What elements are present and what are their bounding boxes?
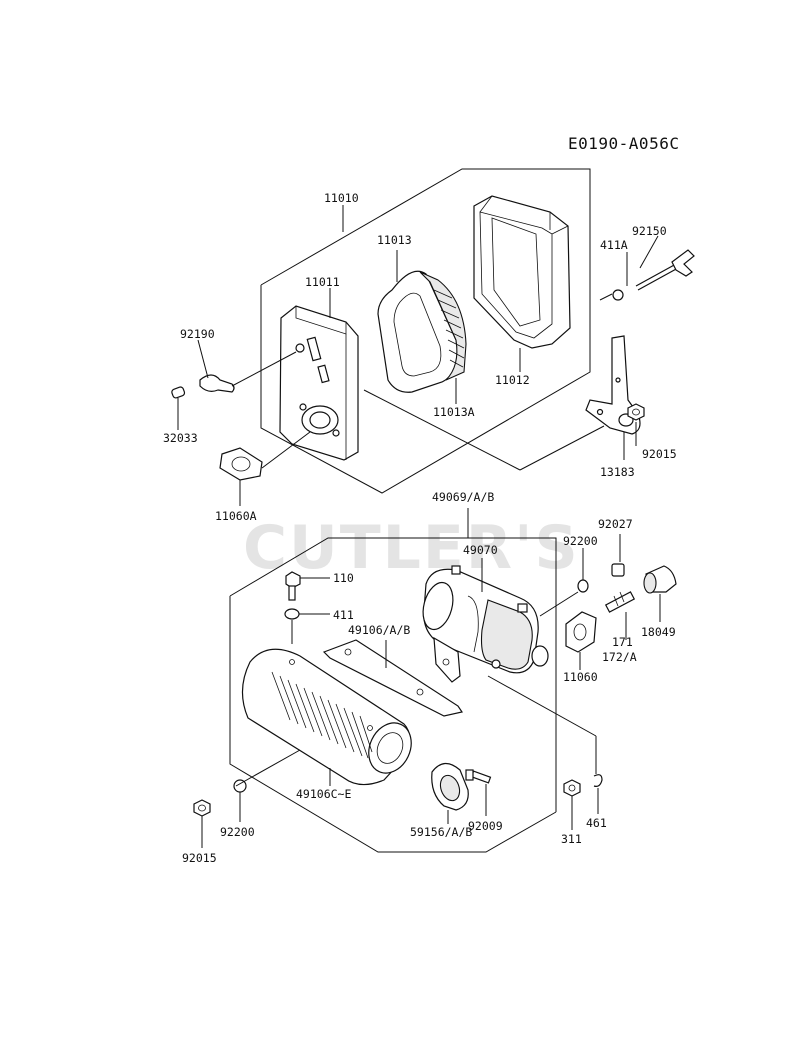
label-11011[interactable]: 11011 (305, 275, 340, 289)
label-11060[interactable]: 11060 (563, 670, 598, 684)
support-bracket (585, 335, 641, 435)
label-32033[interactable]: 32033 (163, 431, 198, 445)
washer-92200-upper (577, 579, 589, 593)
label-49069[interactable]: 49069/A/B (432, 490, 494, 504)
gasket-11060a (219, 447, 263, 481)
lower-leader-lines (201, 534, 661, 848)
label-92190[interactable]: 92190 (180, 327, 215, 341)
pipe-32033 (171, 386, 186, 399)
nut-92015-lower (193, 799, 211, 817)
muffler-heat-shield-plate (322, 639, 463, 717)
label-92015-upper[interactable]: 92015 (642, 447, 677, 461)
label-13183[interactable]: 13183 (600, 465, 635, 479)
washer-411 (284, 608, 300, 620)
collar-92027 (611, 563, 625, 577)
label-92200-lower[interactable]: 92200 (220, 825, 255, 839)
air-cleaner-cover (473, 195, 571, 349)
muffler-cap-18049 (643, 565, 677, 594)
label-461[interactable]: 461 (586, 816, 607, 830)
spark-arrester (431, 762, 469, 811)
washer-411a (612, 289, 624, 301)
label-172[interactable]: 172/A (602, 650, 637, 664)
nut-311 (563, 779, 581, 797)
label-49070[interactable]: 49070 (463, 543, 498, 557)
air-cleaner-base-plate (279, 305, 359, 461)
label-49106[interactable]: 49106/A/B (348, 623, 410, 637)
label-311[interactable]: 311 (561, 832, 582, 846)
label-92200-upper[interactable]: 92200 (563, 534, 598, 548)
label-11013a[interactable]: 11013A (433, 405, 475, 419)
label-11012[interactable]: 11012 (495, 373, 530, 387)
watermark: CUTLER'S (243, 513, 580, 583)
screw-92009 (465, 769, 492, 784)
air-filter-element (377, 270, 467, 393)
gasket-11060 (565, 611, 597, 653)
muffler-group-outline (229, 508, 557, 853)
label-11010[interactable]: 11010 (324, 191, 359, 205)
nut-92015-upper (627, 403, 645, 421)
label-92009[interactable]: 92009 (468, 819, 503, 833)
part-labels: 11010 11013 92150 411A 11011 92190 11012… (163, 191, 677, 865)
label-18049[interactable]: 18049 (641, 625, 676, 639)
label-92015-lower[interactable]: 92015 (182, 851, 217, 865)
label-92027[interactable]: 92027 (598, 517, 633, 531)
label-92150[interactable]: 92150 (632, 224, 667, 238)
label-11013[interactable]: 11013 (377, 233, 412, 247)
muffler-cover (241, 648, 412, 786)
label-411[interactable]: 411 (333, 608, 354, 622)
label-411a[interactable]: 411A (600, 238, 628, 252)
label-59156[interactable]: 59156/A/B (410, 825, 472, 839)
clip-461 (593, 774, 603, 787)
stud-171 (604, 591, 636, 613)
breather-hose (199, 374, 235, 393)
diagram-code: E0190-A056C (568, 134, 679, 153)
label-171[interactable]: 171 (612, 635, 633, 649)
label-49106c[interactable]: 49106C~E (296, 787, 351, 801)
label-11060a[interactable]: 11060A (215, 509, 257, 523)
air-cleaner-group-outline (260, 168, 591, 494)
muffler-body (422, 565, 549, 683)
bolt-110 (285, 571, 301, 601)
label-110[interactable]: 110 (333, 571, 354, 585)
wing-bolt (635, 249, 695, 291)
upper-leader-lines (177, 235, 659, 506)
